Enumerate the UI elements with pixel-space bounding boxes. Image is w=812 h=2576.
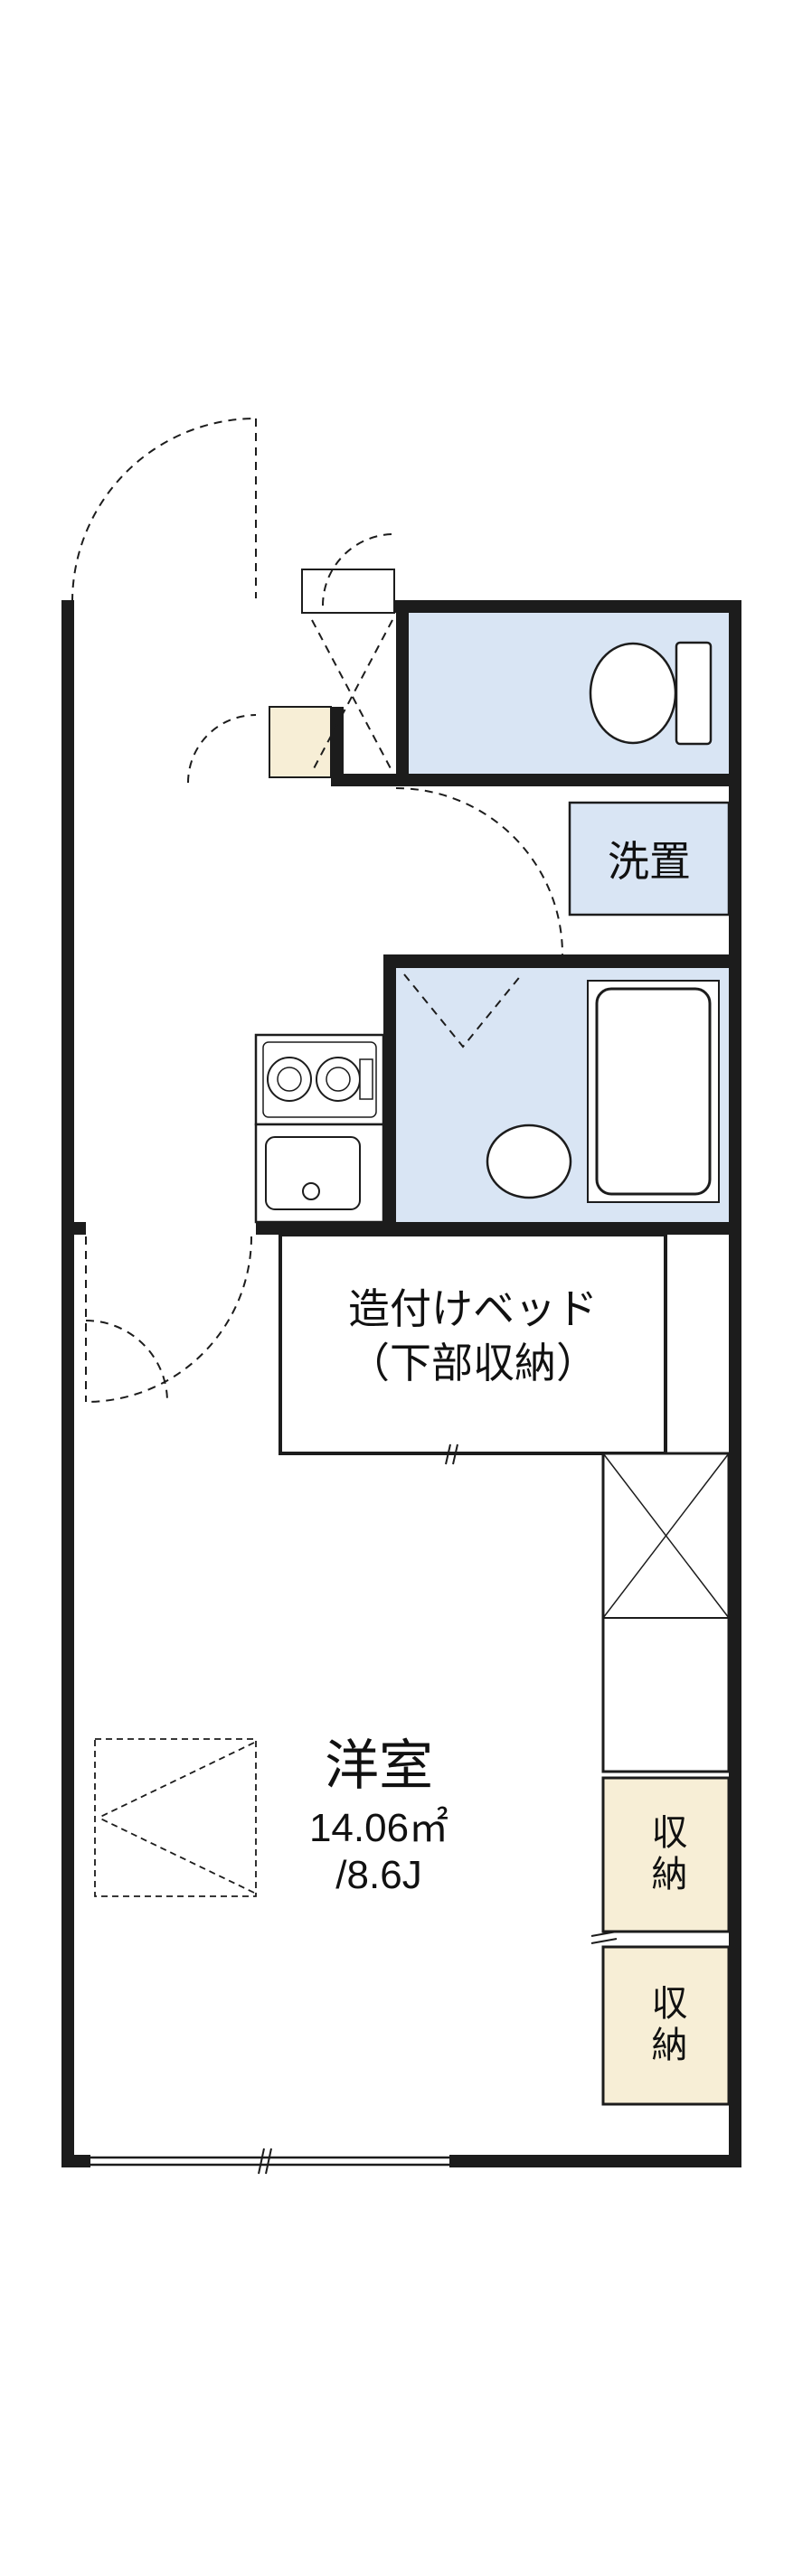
entrance-inner-swing-arc	[187, 714, 257, 784]
door-swings	[71, 418, 563, 1403]
window-icon	[90, 2148, 449, 2175]
kitchen-stove-icon	[254, 1033, 385, 1126]
toilet-icon	[589, 641, 713, 746]
front-door-swing-arc	[71, 418, 257, 603]
bathtub-icon	[587, 980, 720, 1203]
built-in-bed-label: 造付けベッド （下部収納）	[285, 1282, 661, 1390]
bed-label-line1: 造付けベッド	[348, 1285, 598, 1332]
sink-basin	[265, 1136, 361, 1210]
entry-step	[301, 569, 395, 614]
fold-table-icon	[94, 1738, 257, 1897]
bathroom-top-wall	[383, 954, 741, 968]
shelf-unit	[601, 1452, 731, 1773]
laundry-space-box	[568, 801, 731, 917]
entry-jog-wall-h	[331, 774, 409, 786]
kitchen-sink-icon	[254, 1123, 385, 1224]
storage-box-top	[601, 1776, 731, 1933]
toilet-partition-wall	[396, 613, 409, 786]
shoe-cabinet	[269, 706, 332, 778]
shelf-diagonal-2	[602, 1453, 730, 1619]
room-size-label: /8.6J	[335, 1853, 422, 1897]
toilet-bowl	[589, 642, 677, 745]
bathroom-door-v-mark	[403, 973, 523, 1048]
dividing-wall	[256, 1222, 741, 1235]
sink-drain	[302, 1182, 320, 1200]
washbasin-oval-icon	[486, 1123, 572, 1199]
window-break-tick	[258, 2148, 265, 2175]
room-door-swing-arc	[85, 1236, 252, 1403]
window-break-tick	[265, 2148, 272, 2175]
bottom-wall-right	[449, 2155, 741, 2167]
wall-under-toilet	[396, 774, 729, 786]
laundry-label: 洗置	[608, 838, 691, 885]
right-wall	[729, 600, 741, 2167]
room-area-label: 14.06㎡	[308, 1806, 449, 1850]
storage-bottom-label: 収納	[603, 1947, 729, 2104]
bathroom-left-wall	[383, 954, 396, 1222]
join-ticks	[445, 1443, 618, 1944]
built-in-bed-box	[279, 1233, 667, 1455]
storage-top-text: 収納	[646, 1813, 686, 1896]
room-name-label: 洋室	[325, 1735, 433, 1796]
bed-label-line2: （下部収納）	[348, 1340, 598, 1387]
left-wall	[61, 600, 74, 2167]
room-door-swing-arc-2	[85, 1320, 168, 1403]
storage-top-label: 収納	[603, 1778, 729, 1932]
stove-grill	[359, 1058, 373, 1100]
bottom-wall-left	[61, 2155, 90, 2167]
toilet-tank	[675, 641, 713, 746]
entry-jog-wall-v	[331, 707, 344, 786]
walls	[61, 600, 741, 2167]
bathroom-door-swing-arc	[395, 787, 563, 955]
storage-box-bottom	[601, 1945, 731, 2106]
storage-bottom-text: 収納	[646, 1984, 686, 2067]
dividing-wall-stub	[61, 1222, 86, 1235]
top-wall	[394, 600, 741, 613]
